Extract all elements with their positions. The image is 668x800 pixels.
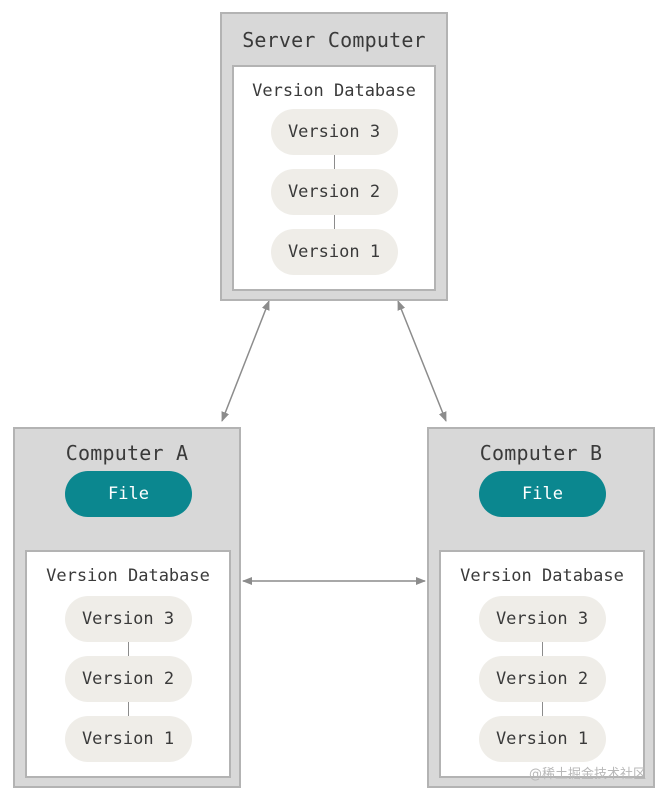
server-version-2: Version 2 <box>270 169 398 215</box>
computer-a-version-1: Version 1 <box>64 716 192 762</box>
server-version-database: Version Database Version 3 Version 2 Ver… <box>232 65 436 291</box>
computer-b-version-database: Version Database Version 3 Version 2 Ver… <box>439 550 645 778</box>
server-computer: Server Computer Version Database Version… <box>220 12 448 301</box>
server-version-3: Version 3 <box>270 109 398 155</box>
server-computer-b-sync-arrow <box>397 300 447 422</box>
computer-a-version-chain: Version 3 Version 2 Version 1 <box>27 596 229 762</box>
computer-a-version-database-title: Version Database <box>46 566 210 586</box>
computer-b-version-3: Version 3 <box>478 596 606 642</box>
computer-a-title: Computer A <box>65 441 189 465</box>
server-version-chain: Version 3 Version 2 Version 1 <box>234 109 434 275</box>
server-computer-title: Server Computer <box>242 28 426 52</box>
computer-a-version-3: Version 3 <box>64 596 192 642</box>
server-computer-a-sync-arrow <box>221 300 270 422</box>
computer-b: Computer B File Version Database Version… <box>427 427 655 788</box>
computer-a-file: File <box>65 471 192 517</box>
computer-a: Computer A File Version Database Version… <box>13 427 241 788</box>
server-version-database-title: Version Database <box>252 81 416 101</box>
watermark: @稀土掘金技术社区 <box>528 767 646 782</box>
computer-a-version-2: Version 2 <box>64 656 192 702</box>
computer-b-title: Computer B <box>479 441 603 465</box>
computer-b-version-database-title: Version Database <box>460 566 624 586</box>
computer-b-version-1: Version 1 <box>478 716 606 762</box>
computer-b-version-2: Version 2 <box>478 656 606 702</box>
computer-b-file: File <box>479 471 606 517</box>
computer-a-version-database: Version Database Version 3 Version 2 Ver… <box>25 550 231 778</box>
computer-b-version-chain: Version 3 Version 2 Version 1 <box>441 596 643 762</box>
server-version-1: Version 1 <box>270 229 398 275</box>
